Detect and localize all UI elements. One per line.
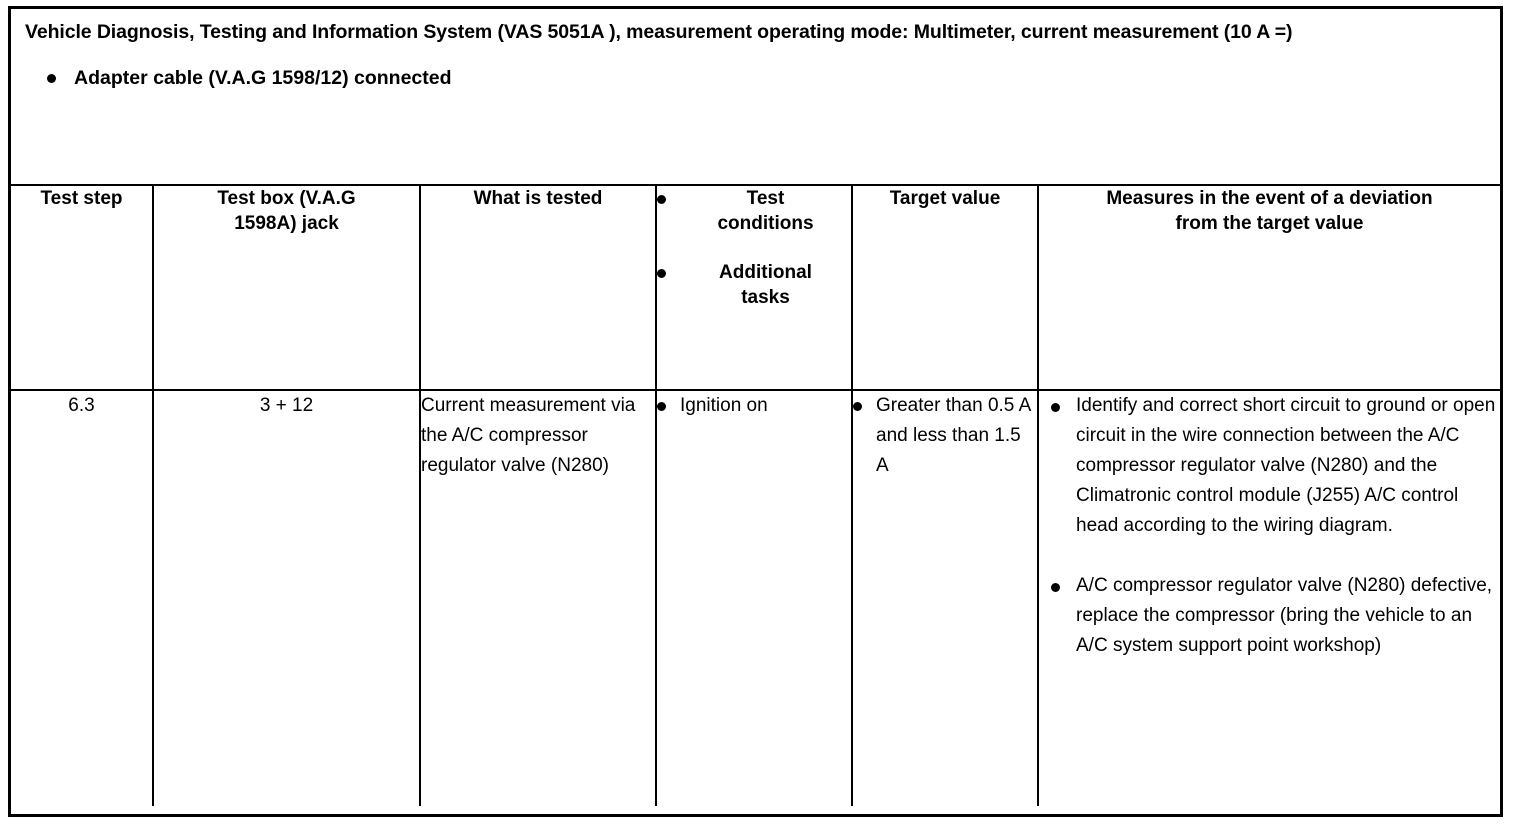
test-condition-text: Ignition on (680, 395, 768, 416)
bullet-icon (853, 402, 862, 411)
table-row: 6.3 3 + 12 Current measurement via the A… (11, 389, 1500, 806)
cell-test-step: 6.3 (11, 389, 154, 806)
column-header-bullet-list: Test conditions Additional tasks (657, 186, 851, 310)
column-header-label: What is tested (473, 188, 603, 209)
bullet-icon (657, 269, 666, 278)
column-header-test-step: Test step (11, 184, 154, 390)
cell-target-value: Greater than 0.5 A and less than 1.5 A (852, 389, 1039, 806)
test-box-jack-value: 3 + 12 (259, 395, 314, 416)
measure-text: Identify and correct short circuit to gr… (1076, 395, 1496, 536)
column-header-what-is-tested: What is tested (420, 184, 657, 390)
prerequisite-text: Adapter cable (V.A.G 1598/12) connected (74, 67, 452, 89)
column-header-test-box-jack: Test box (V.A.G 1598A) jack (153, 184, 421, 390)
test-table: Test step Test box (V.A.G 1598A) jack Wh… (11, 184, 1500, 806)
bullet-icon (1051, 583, 1060, 592)
list-item: Ignition on (657, 391, 851, 421)
cell-what-is-tested: Current measurement via the A/C compress… (420, 389, 657, 806)
table-header-row: Test step Test box (V.A.G 1598A) jack Wh… (11, 184, 1500, 390)
measures-list: Identify and correct short circuit to gr… (1051, 391, 1496, 661)
list-item: Adapter cable (V.A.G 1598/12) connected (47, 65, 1486, 91)
column-header-target-value: Target value (852, 184, 1039, 390)
test-step-value: 6.3 (68, 395, 95, 416)
measures-wrapper: Identify and correct short circuit to gr… (1039, 391, 1500, 661)
document-title: Vehicle Diagnosis, Testing and Informati… (25, 21, 1293, 43)
column-header-label: Test box (V.A.G 1598A) jack (217, 188, 356, 234)
cell-measures: Identify and correct short circuit to gr… (1038, 389, 1500, 806)
bullet-icon (657, 195, 666, 204)
bullet-icon (1051, 403, 1060, 412)
target-value-list: Greater than 0.5 A and less than 1.5 A (853, 391, 1037, 481)
measure-text: A/C compressor regulator valve (N280) de… (1076, 575, 1493, 656)
list-item: Greater than 0.5 A and less than 1.5 A (853, 391, 1037, 481)
list-item: A/C compressor regulator valve (N280) de… (1051, 571, 1496, 661)
document-frame: Vehicle Diagnosis, Testing and Informati… (8, 6, 1503, 817)
column-header-test-conditions: Test conditions Additional tasks (656, 184, 853, 390)
target-value-text: Greater than 0.5 A and less than 1.5 A (876, 395, 1031, 476)
bullet-icon (47, 74, 56, 83)
intro-block: Vehicle Diagnosis, Testing and Informati… (11, 9, 1500, 184)
column-header-label: Test step (40, 188, 123, 209)
cell-test-box-jack: 3 + 12 (153, 389, 421, 806)
prerequisites-list: Adapter cable (V.A.G 1598/12) connected (25, 65, 1486, 91)
column-header-label: Measures in the event of a deviation fro… (1106, 188, 1433, 234)
column-header-label: Additional tasks (719, 262, 812, 308)
cell-test-conditions: Ignition on (656, 389, 853, 806)
test-conditions-list: Ignition on (657, 391, 851, 421)
list-item: Test conditions (657, 186, 851, 236)
column-header-label: Target value (889, 188, 1001, 209)
bullet-icon (657, 402, 666, 411)
column-header-label: Test conditions (717, 188, 814, 234)
list-item: Identify and correct short circuit to gr… (1051, 391, 1496, 541)
column-header-measures: Measures in the event of a deviation fro… (1038, 184, 1500, 390)
what-is-tested-value: Current measurement via the A/C compress… (421, 395, 636, 476)
list-item: Additional tasks (657, 260, 851, 310)
